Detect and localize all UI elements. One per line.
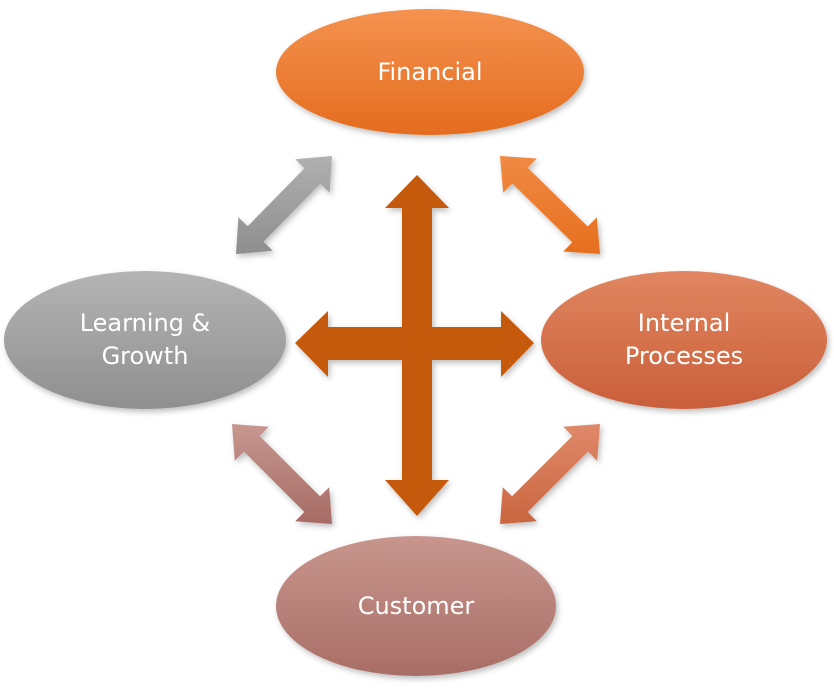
- node-internal-processes: Internal Processes: [541, 271, 827, 409]
- customer-label: Customer: [358, 592, 475, 620]
- node-financial: Financial: [276, 9, 584, 135]
- node-customer: Customer: [276, 536, 556, 676]
- arrow-financial-internal: [500, 156, 600, 254]
- node-learning-growth: Learning & Growth: [4, 271, 286, 409]
- arrow-learning-customer: [232, 424, 332, 524]
- horizontal-double-arrow: [295, 311, 534, 377]
- internal-label-line2: Processes: [625, 342, 743, 370]
- learning-label-line1: Learning &: [80, 309, 211, 337]
- arrow-learning-financial: [236, 156, 332, 254]
- internal-label-line1: Internal: [638, 309, 731, 337]
- financial-label: Financial: [377, 58, 482, 86]
- central-cross-arrow: [295, 175, 534, 516]
- learning-label-line2: Growth: [102, 342, 189, 370]
- arrow-internal-customer: [500, 424, 600, 524]
- diagonal-arrows: [232, 156, 600, 524]
